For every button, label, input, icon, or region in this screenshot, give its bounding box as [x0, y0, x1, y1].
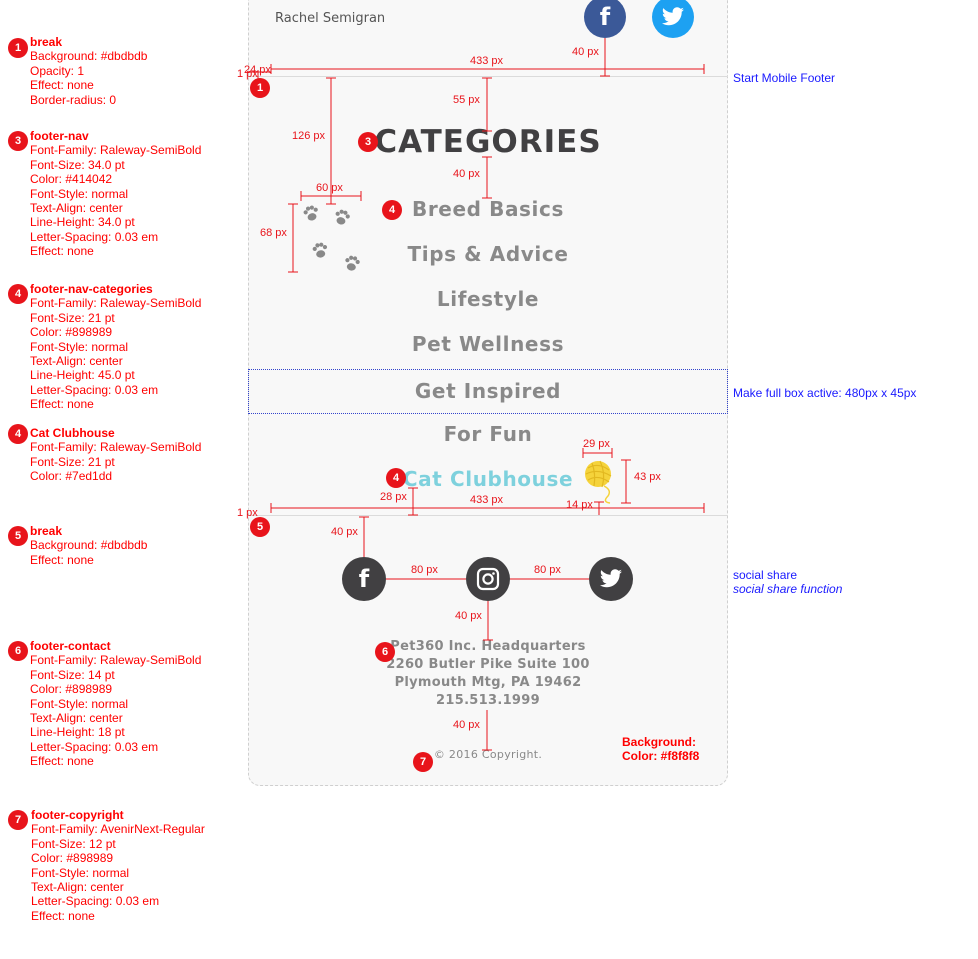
spec-footer-nav-categories: footer-nav-categories Font-Family: Ralew… — [30, 282, 202, 412]
measure-126: 126 px — [292, 130, 326, 142]
marker-7: 7 — [413, 752, 433, 772]
measure-29: 29 px — [583, 438, 610, 450]
measure-433-bottom: 433 px — [470, 494, 504, 506]
nav-tips-advice[interactable]: Tips & Advice — [407, 242, 569, 266]
nav-get-inspired[interactable]: Get Inspired — [248, 369, 728, 414]
marker-4-clubhouse: 4 — [386, 468, 406, 488]
author-name: Rachel Semigran — [275, 11, 386, 26]
spec-footer-contact: footer-contact Font-Family: Raleway-Semi… — [30, 639, 202, 769]
footer-contact-line-2: 2260 Butler Pike Suite 100 — [386, 657, 590, 672]
spec-badge-7: 7 — [8, 810, 28, 830]
measure-43: 43 px — [634, 471, 661, 483]
nav-cat-clubhouse[interactable]: Cat Clubhouse — [402, 467, 574, 491]
facebook-icon: f — [599, 3, 611, 31]
measure-1-bottom: 1 px — [237, 507, 258, 519]
yarn-ball-icon — [585, 460, 612, 504]
nav-lifestyle[interactable]: Lifestyle — [436, 287, 540, 311]
measure-68: 68 px — [260, 227, 287, 239]
measure-40-top: 40 px — [572, 46, 599, 58]
instagram-icon — [476, 567, 500, 591]
spec-break-bottom: break Background: #dbdbdb Effect: none — [30, 524, 148, 567]
measure-14: 14 px — [566, 499, 593, 511]
spec-footer-copyright: footer-copyright Font-Family: AvenirNext… — [31, 808, 205, 923]
marker-3: 3 — [358, 132, 378, 152]
measure-433-top: 433 px — [470, 55, 504, 67]
nav-breed-basics[interactable]: Breed Basics — [412, 197, 564, 221]
note-social-share: social share — [733, 568, 798, 582]
twitter-icon — [600, 569, 622, 588]
measure-60: 60 px — [316, 182, 343, 194]
marker-4-categories: 4 — [382, 200, 402, 220]
footer-nav-heading: CATEGORIES — [374, 124, 602, 160]
facebook-icon: f — [358, 565, 370, 593]
measure-40-social: 40 px — [331, 526, 358, 538]
measure-1-top: 1 px — [237, 68, 258, 80]
spec-badge-4: 4 — [8, 284, 28, 304]
bottom-break-line — [248, 515, 728, 516]
marker-1: 1 — [250, 78, 270, 98]
nav-for-fun[interactable]: For Fun — [443, 422, 533, 446]
measure-28: 28 px — [380, 491, 407, 503]
twitter-top-button[interactable] — [652, 0, 694, 38]
note-social-share-fn: social share function — [733, 582, 843, 596]
measure-40-copyright: 40 px — [453, 719, 480, 731]
spec-badge-6: 6 — [8, 641, 28, 661]
measure-55: 55 px — [453, 94, 480, 106]
spec-break-top: break Background: #dbdbdb Opacity: 1 Eff… — [30, 35, 148, 107]
note-start-footer: Start Mobile Footer — [733, 71, 836, 85]
facebook-share-button[interactable]: f — [342, 557, 386, 601]
facebook-top-button[interactable]: f — [584, 0, 626, 38]
note-active-box: Make full box active: 480px x 45px — [733, 386, 917, 400]
footer-contact-line-1: Pet360 Inc. Headquarters — [390, 639, 586, 654]
measure-24: 24 px — [244, 64, 271, 76]
twitter-icon — [662, 7, 684, 26]
spec-cat-clubhouse: Cat Clubhouse Font-Family: Raleway-SemiB… — [30, 426, 202, 484]
spec-badge-3: 3 — [8, 131, 28, 151]
marker-6: 6 — [375, 642, 395, 662]
marker-5: 5 — [250, 517, 270, 537]
measure-80-right: 80 px — [534, 564, 561, 576]
spec-badge-4b: 4 — [8, 424, 28, 444]
instagram-share-button[interactable] — [466, 557, 510, 601]
note-bg-color: Color: #f8f8f8 — [622, 749, 700, 763]
measure-40-contact: 40 px — [455, 610, 482, 622]
footer-copyright: © 2016 Copyright. — [433, 748, 543, 761]
measure-80-left: 80 px — [411, 564, 438, 576]
measure-40-categories: 40 px — [453, 168, 480, 180]
spec-badge-5: 5 — [8, 526, 28, 546]
footer-contact-phone[interactable]: 215.513.1999 — [436, 693, 540, 708]
nav-pet-wellness[interactable]: Pet Wellness — [411, 332, 565, 356]
spec-footer-nav: footer-nav Font-Family: Raleway-SemiBold… — [30, 129, 202, 259]
note-bg-label: Background: — [622, 735, 697, 749]
twitter-share-button[interactable] — [589, 557, 633, 601]
top-break-line — [248, 76, 728, 77]
footer-contact-line-3: Plymouth Mtg, PA 19462 — [394, 675, 582, 690]
spec-badge-1: 1 — [8, 38, 28, 58]
